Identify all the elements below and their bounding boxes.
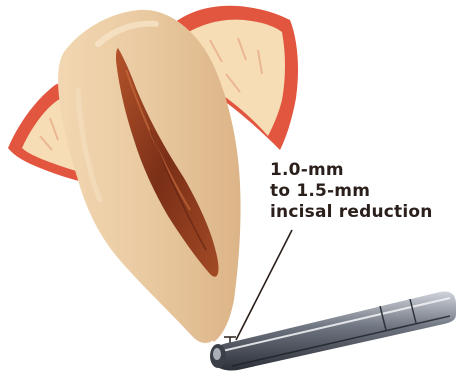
leader-line [236,230,292,340]
reduction-label: 1.0-mm to 1.5-mm incisal reduction [270,160,456,223]
reduction-label-line-3: incisal reduction [270,202,456,223]
reduction-label-line-2: to 1.5-mm [270,181,456,202]
dental-bur-icon [210,292,456,371]
reduction-label-line-1: 1.0-mm [270,160,456,181]
